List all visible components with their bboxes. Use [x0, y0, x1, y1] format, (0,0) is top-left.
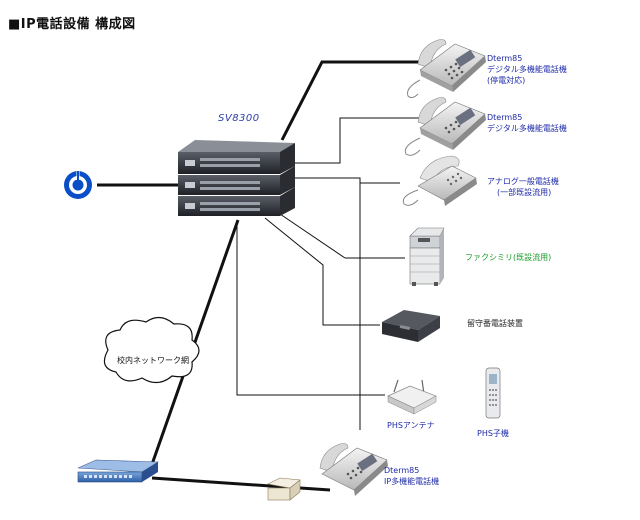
analog-phone-icon	[402, 155, 477, 206]
phone2-type: デジタル多機能電話機	[487, 124, 567, 133]
line-server-phone2	[292, 117, 430, 164]
phone2-labels: Dterm85 デジタル多機能電話機	[487, 112, 567, 134]
line-server-bus	[292, 177, 361, 430]
phs-antenna-icon	[387, 379, 437, 415]
connection-lines	[97, 60, 430, 492]
power-adapter-icon	[267, 477, 301, 501]
line-server-answer	[264, 217, 380, 326]
phs-handset-icon	[485, 367, 501, 419]
ip-phone-labels: Dterm85 IP多機能電話機	[384, 465, 439, 487]
server-icon	[178, 140, 295, 216]
phs-handset-label: PHS子機	[477, 429, 509, 438]
answering-label: 留守番電話装置	[467, 319, 523, 328]
phone1-model: Dterm85	[487, 54, 523, 63]
phone2-model: Dterm85	[487, 113, 523, 122]
line-switch-ipphone	[151, 476, 331, 492]
fax-label: ファクシミリ(既設流用)	[465, 253, 552, 262]
line-server-fax	[279, 213, 346, 259]
analog-labels: アナログ一般電話機 (一部既設流用)	[487, 176, 559, 198]
analog-type: アナログ一般電話機	[487, 177, 559, 186]
digital-phone-icon-1	[407, 39, 486, 99]
phs-antenna-label: PHSアンテナ	[387, 421, 435, 430]
page-title: ■IP電話設備 構成図	[8, 17, 136, 32]
phone1-type: デジタル多機能電話機	[487, 65, 567, 74]
ntt-logo-icon	[64, 171, 92, 199]
analog-note: (一部既設流用)	[497, 188, 552, 197]
line-server-phs	[236, 222, 385, 396]
network-label: 校内ネットワーク網	[117, 356, 189, 365]
ip-phone-icon	[319, 443, 388, 496]
line-server-phone1	[280, 60, 430, 141]
ip-phone-model: Dterm85	[384, 466, 420, 475]
phone1-note: (停電対応)	[487, 76, 526, 85]
phone1-labels: Dterm85 デジタル多機能電話機 (停電対応)	[487, 53, 567, 86]
fax-machine-icon	[409, 227, 445, 286]
network-cloud-icon	[103, 316, 200, 384]
server-label: SV8300	[218, 113, 260, 124]
network-switch-icon	[77, 459, 159, 483]
digital-phone-icon-2	[404, 97, 486, 156]
ip-phone-type: IP多機能電話機	[384, 477, 440, 486]
answering-machine-icon	[382, 310, 440, 342]
